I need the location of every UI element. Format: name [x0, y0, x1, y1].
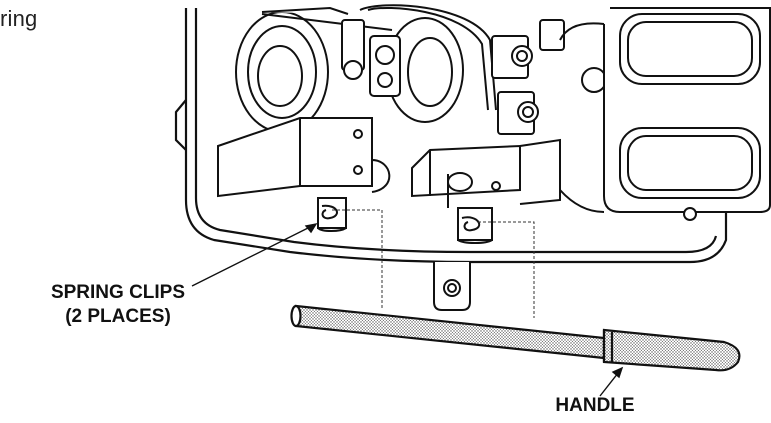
spring-clip-right	[447, 174, 493, 244]
spring-clips-label: SPRING CLIPS	[50, 282, 186, 303]
spring-clip-left	[317, 197, 347, 232]
cylinder-housing	[235, 6, 464, 133]
valve-fittings	[341, 4, 607, 135]
bracket-block	[217, 117, 391, 198]
mounting-tab	[433, 262, 471, 311]
right-housing	[559, 7, 771, 221]
spring-clips-count-label: (2 PLACES)	[65, 306, 171, 327]
rod-handle	[290, 304, 741, 372]
projection-lines	[332, 209, 535, 318]
leader-lines	[191, 222, 624, 397]
handle-label: HANDLE	[555, 395, 635, 416]
spring-clips-callout: SPRING CLIPS (2 PLACES)	[2, 281, 234, 329]
center-valve-block	[411, 138, 561, 205]
cropped-caption-text: ring	[0, 6, 38, 31]
handle-callout: HANDLE	[520, 394, 670, 418]
